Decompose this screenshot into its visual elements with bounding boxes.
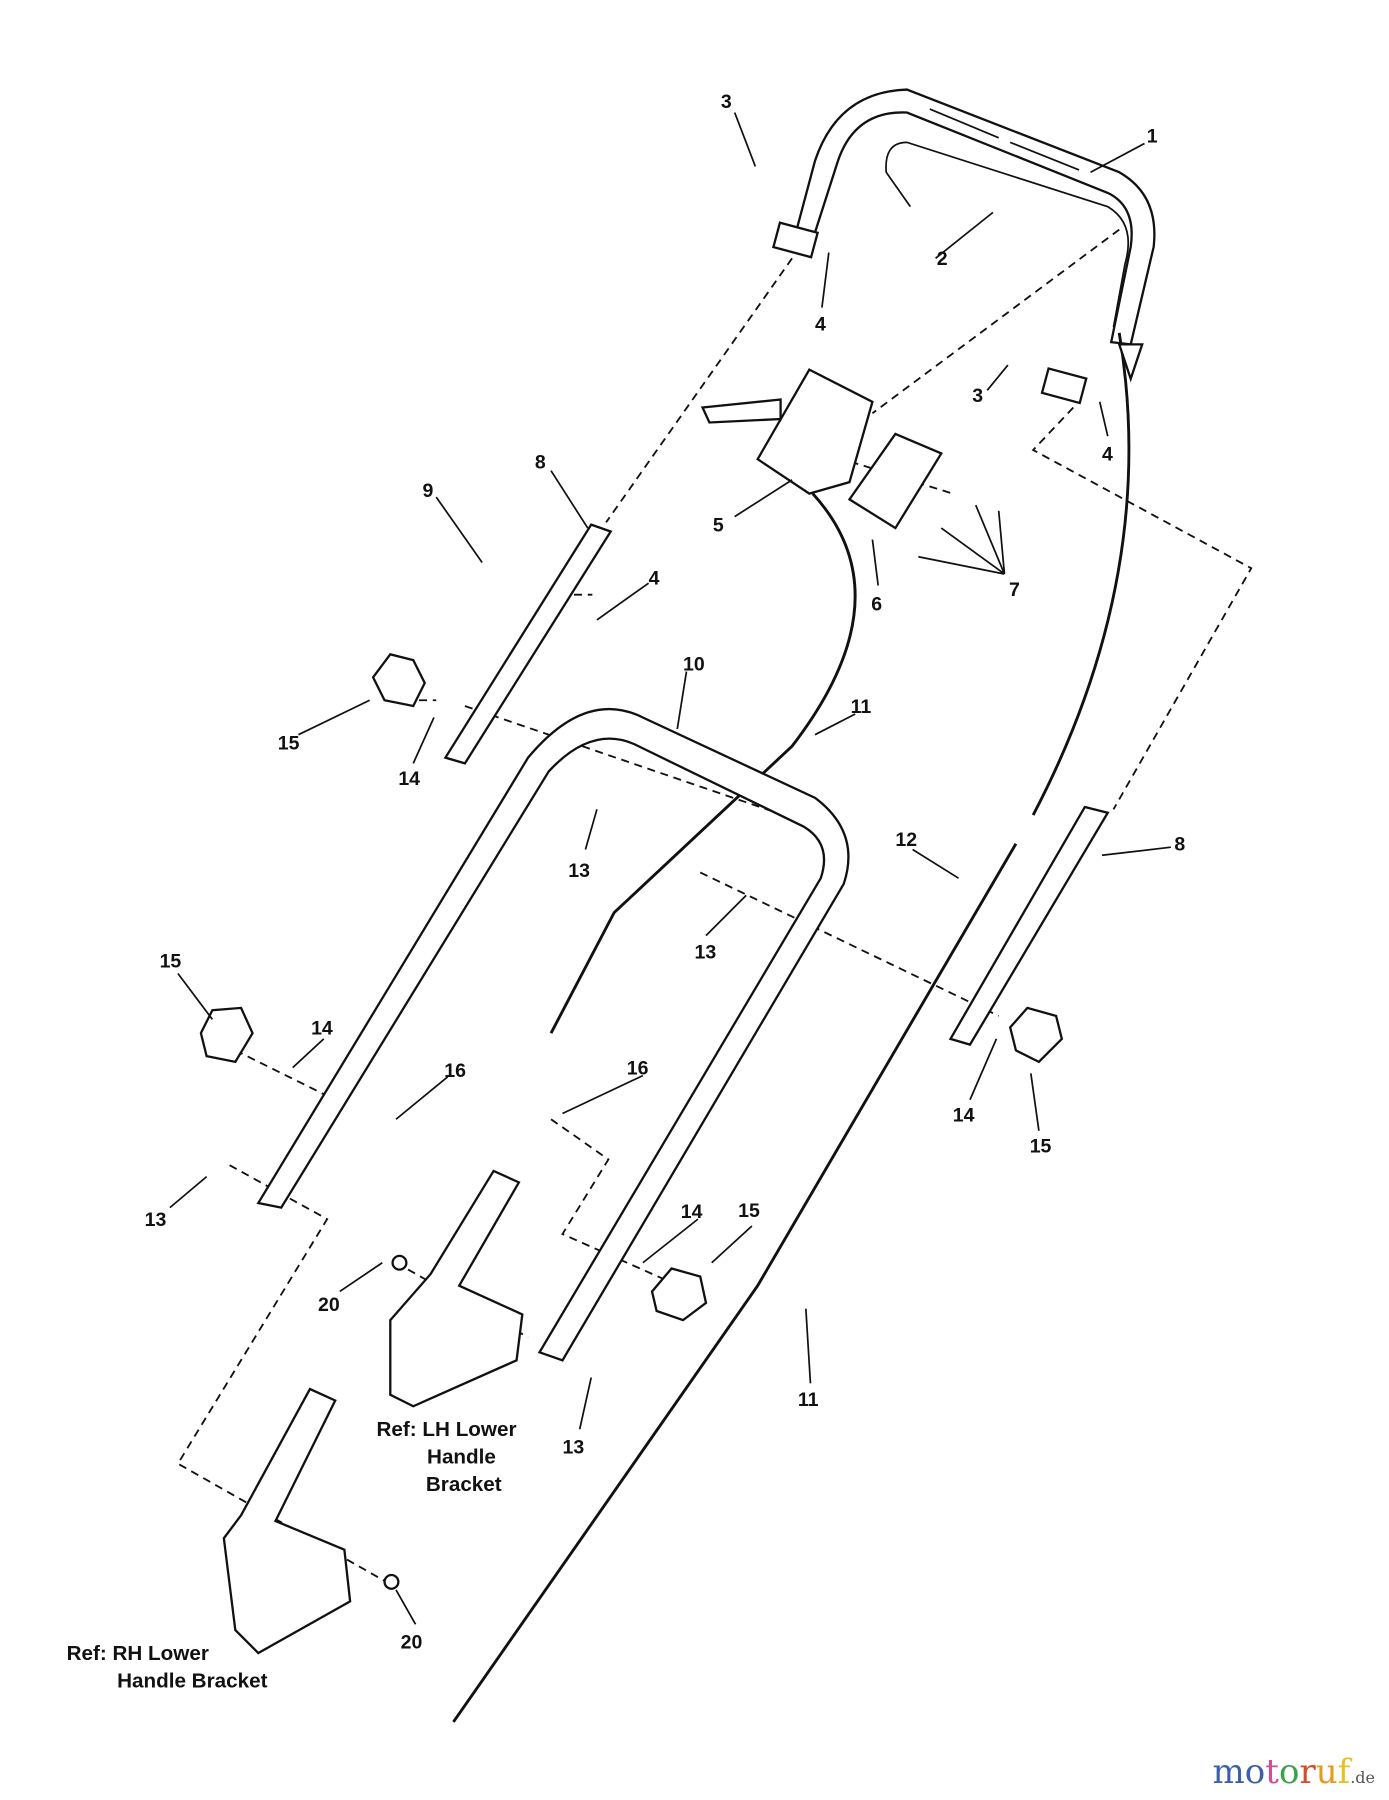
ref-rh-bracket-note: Ref: RH Lower Handle Bracket bbox=[67, 1642, 268, 1693]
callout-15: 15 bbox=[160, 951, 182, 973]
callout-20: 20 bbox=[318, 1294, 340, 1316]
assembly-dashed-lines bbox=[176, 228, 1253, 1585]
lower-handle bbox=[256, 708, 850, 1362]
watermark-letter: o bbox=[1278, 1752, 1300, 1792]
knob-icon bbox=[650, 1267, 708, 1322]
motoruf-watermark-logo: motoruf.de bbox=[1213, 1752, 1375, 1792]
ref-rh-line: Handle Bracket bbox=[117, 1669, 268, 1692]
callout-16: 16 bbox=[627, 1057, 649, 1079]
ref-lh-line: Ref: LH Lower bbox=[377, 1418, 517, 1441]
lh-lower-handle-bracket bbox=[389, 1169, 524, 1408]
callout-4: 4 bbox=[1102, 443, 1113, 465]
knob-icon bbox=[371, 653, 427, 708]
ref-lh-line: Bracket bbox=[426, 1473, 502, 1496]
bail-wire bbox=[885, 141, 1130, 328]
callout-13: 13 bbox=[568, 860, 590, 882]
ref-lh-line: Handle bbox=[427, 1446, 496, 1469]
callout-13: 13 bbox=[695, 942, 717, 964]
handle-section-right bbox=[948, 805, 1110, 1046]
callout-8: 8 bbox=[535, 451, 546, 473]
leader-lines bbox=[169, 112, 1171, 1625]
callout-10: 10 bbox=[683, 653, 705, 675]
handle-section-left bbox=[443, 523, 613, 765]
nut-20 bbox=[383, 1573, 400, 1590]
callout-7: 7 bbox=[1009, 579, 1020, 601]
callout-4: 4 bbox=[649, 567, 660, 589]
callout-13: 13 bbox=[145, 1209, 167, 1231]
watermark-letter: f bbox=[1337, 1752, 1351, 1792]
callout-6: 6 bbox=[871, 594, 882, 616]
upper-handle bbox=[771, 88, 1156, 405]
control-cable-lower bbox=[549, 492, 857, 1034]
callout-20: 20 bbox=[401, 1631, 423, 1653]
callout-3: 3 bbox=[972, 385, 983, 407]
watermark-suffix: .de bbox=[1350, 1768, 1375, 1787]
callout-11: 11 bbox=[851, 696, 872, 718]
drive-cable bbox=[452, 843, 1018, 1723]
callout-labels: 1 2 3 4 3 4 5 6 7 8 9 4 10 11 15 14 13 1… bbox=[145, 91, 1186, 1654]
callout-8: 8 bbox=[1174, 834, 1185, 856]
nut-20 bbox=[391, 1254, 408, 1271]
callout-14: 14 bbox=[681, 1201, 703, 1223]
callout-5: 5 bbox=[713, 515, 724, 537]
callout-14: 14 bbox=[311, 1017, 333, 1039]
watermark-letter: m bbox=[1212, 1752, 1245, 1792]
watermark-letter: o bbox=[1244, 1752, 1266, 1792]
knob-icon bbox=[199, 1006, 254, 1064]
arrow-head bbox=[1117, 343, 1144, 383]
callout-15: 15 bbox=[738, 1200, 760, 1222]
ref-rh-line: Ref: RH Lower bbox=[67, 1642, 209, 1665]
callout-4: 4 bbox=[815, 314, 826, 336]
callout-14: 14 bbox=[398, 768, 420, 790]
callout-11: 11 bbox=[798, 1389, 819, 1411]
knob-icon bbox=[1008, 1006, 1064, 1064]
callout-12: 12 bbox=[895, 829, 917, 851]
knobs bbox=[199, 653, 1064, 1322]
callout-1: 1 bbox=[1147, 125, 1158, 147]
control-cable-upper bbox=[1031, 332, 1131, 816]
callout-9: 9 bbox=[422, 480, 433, 502]
callout-13: 13 bbox=[562, 1436, 584, 1458]
rh-lower-handle-bracket bbox=[222, 1387, 352, 1655]
watermark-letter: u bbox=[1315, 1752, 1338, 1792]
control-box bbox=[700, 368, 874, 495]
callout-15: 15 bbox=[278, 733, 300, 755]
cover-plate bbox=[847, 432, 943, 530]
callout-16: 16 bbox=[444, 1060, 466, 1082]
callout-2: 2 bbox=[937, 248, 948, 270]
callout-3: 3 bbox=[721, 91, 732, 113]
callout-15: 15 bbox=[1030, 1136, 1052, 1158]
ref-lh-bracket-note: Ref: LH Lower Handle Bracket bbox=[377, 1418, 517, 1496]
callout-14: 14 bbox=[953, 1105, 975, 1127]
watermark-letter: t bbox=[1265, 1752, 1279, 1792]
watermark-letter: r bbox=[1299, 1752, 1316, 1792]
